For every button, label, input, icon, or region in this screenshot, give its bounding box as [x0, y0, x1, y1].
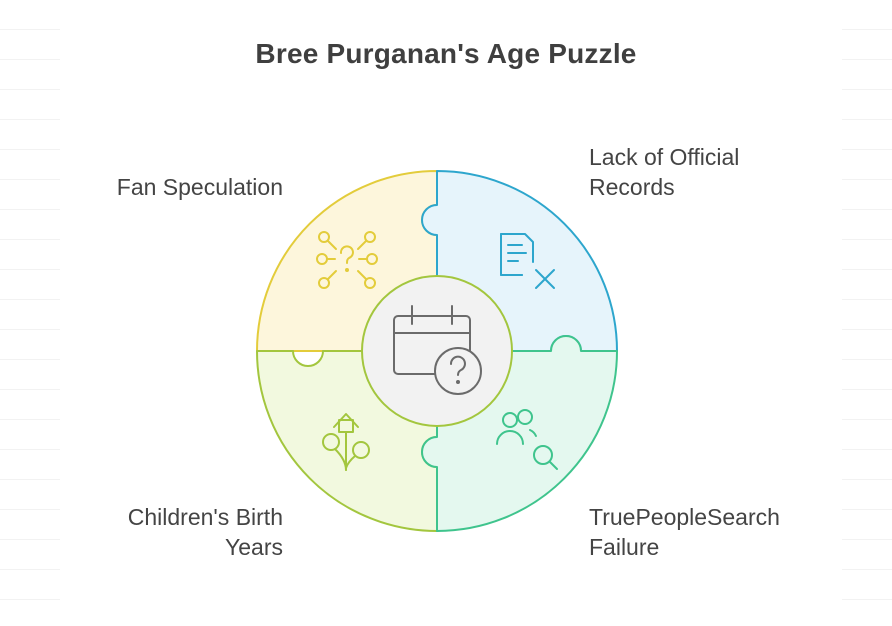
- label-truepeoplesearch-failure: TruePeopleSearch Failure: [589, 502, 829, 562]
- network-question-icon: [316, 231, 378, 289]
- label-line: Fan Speculation: [116, 174, 283, 200]
- label-fan-speculation: Fan Speculation: [60, 172, 283, 202]
- page-title: Bree Purganan's Age Puzzle: [255, 38, 637, 69]
- label-line: Lack of Official: [589, 144, 740, 170]
- label-line: Records: [589, 174, 675, 200]
- label-lack-of-official-records: Lack of Official Records: [589, 142, 829, 202]
- document-x-icon: [500, 233, 555, 289]
- center-circle: [361, 275, 513, 427]
- label-line: Children's Birth: [127, 504, 283, 530]
- calendar-question-icon: [393, 305, 482, 395]
- label-childrens-birth-years: Children's Birth Years: [60, 502, 283, 562]
- people-search-icon: [496, 409, 558, 470]
- family-tree-icon: [322, 413, 370, 471]
- label-line: Failure: [589, 534, 660, 560]
- label-line: TruePeopleSearch: [589, 504, 780, 530]
- label-line: Years: [225, 534, 283, 560]
